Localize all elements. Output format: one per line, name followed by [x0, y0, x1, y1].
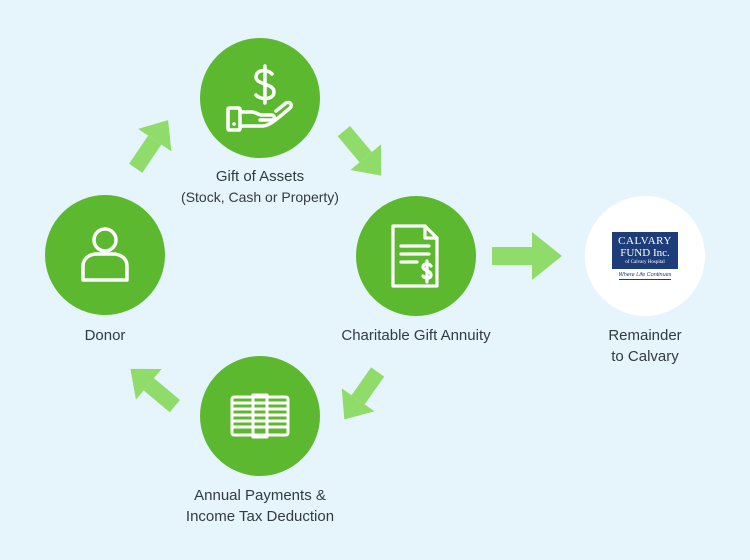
- annuity-node: [356, 196, 476, 316]
- remainder-title-line1: Remainder: [608, 327, 682, 344]
- remainder-node: CALVARY FUND Inc. of Calvary Hospital Wh…: [585, 196, 705, 316]
- logo-tagline: Where Life Continues: [618, 272, 672, 280]
- payments-label: Annual Payments & Income Tax Deduction: [140, 485, 380, 527]
- remainder-title-line2: to Calvary: [611, 348, 679, 365]
- donor-node: [45, 195, 165, 315]
- money-stack-icon: [230, 393, 290, 439]
- logo-line1: CALVARY: [618, 235, 672, 247]
- gift-label: Gift of Assets (Stock, Cash or Property): [140, 166, 380, 208]
- logo-box: CALVARY FUND Inc. of Calvary Hospital: [612, 232, 678, 269]
- logo-line3: of Calvary Hospital: [625, 260, 665, 265]
- payments-node: [200, 356, 320, 476]
- gift-node: [200, 38, 320, 158]
- annuity-label: Charitable Gift Annuity: [341, 327, 491, 344]
- payments-title-line1: Annual Payments &: [194, 487, 326, 504]
- payments-title-line2: Income Tax Deduction: [185, 508, 335, 525]
- document-dollar-icon: [391, 224, 439, 288]
- remainder-label: Remainder to Calvary: [580, 325, 710, 367]
- person-icon: [81, 227, 129, 282]
- gift-title: Gift of Assets: [215, 168, 305, 185]
- calvary-fund-logo: CALVARY FUND Inc. of Calvary Hospital Wh…: [612, 232, 678, 280]
- hand-dollar-icon: [226, 64, 293, 132]
- logo-line2: FUND Inc.: [620, 247, 670, 259]
- gift-subtitle: (Stock, Cash or Property): [181, 189, 339, 205]
- donor-label: Donor: [84, 327, 126, 344]
